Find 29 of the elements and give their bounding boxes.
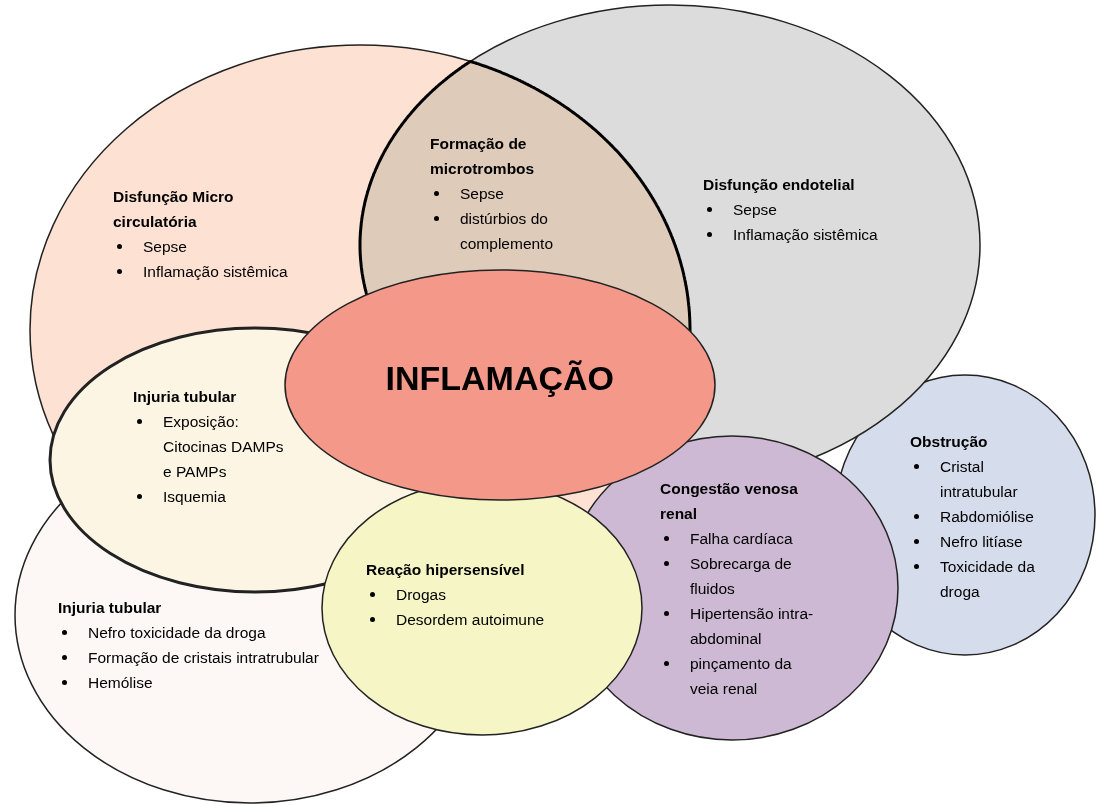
region-heading: Obstrução xyxy=(910,432,989,452)
region-heading: Reação hipersensível xyxy=(366,560,526,580)
bullet-text: Rabdomiólise xyxy=(940,508,1034,525)
bullet-text: Sobrecarga de fluidos xyxy=(690,555,792,597)
bullet-text: Toxicidade da droga xyxy=(940,558,1035,600)
region-heading: Congestão venosa renal xyxy=(660,479,799,524)
bullet-text: Inflamação sistêmica xyxy=(143,263,288,280)
bullet-text: Nefro litíase xyxy=(940,533,1023,550)
bullet-text: Drogas xyxy=(396,586,446,603)
bullet-text: distúrbios do complemento xyxy=(460,210,554,252)
bullet-text: Inflamação sistêmica xyxy=(733,226,878,243)
bullet-text: Exposição: Citocinas DAMPs e PAMPs xyxy=(163,413,284,480)
bullet-text: Formação de cristais intratrubular xyxy=(88,649,319,666)
region-heading: Disfunção endotelial xyxy=(703,175,856,195)
bullet-text: Falha cardíaca xyxy=(690,530,793,547)
region-heading: Disfunção Micro circulatória xyxy=(113,187,235,232)
bullet-text: Sepse xyxy=(460,185,504,202)
bullet-text: Isquemia xyxy=(163,488,226,505)
bullet-text: Sepse xyxy=(143,238,187,255)
bullet-text: Desordem autoimune xyxy=(396,611,545,628)
region-heading: Formação de microtrombos xyxy=(430,134,536,179)
bullet-text: Cristal intratubular xyxy=(940,458,1018,500)
region-heading: Injuria tubular xyxy=(58,598,163,618)
bullet-text: Sepse xyxy=(733,201,777,218)
region-heading: Injuria tubular xyxy=(133,387,238,407)
bullet-text: pinçamento da veia renal xyxy=(690,655,792,697)
bullet-text: Nefro toxicidade da droga xyxy=(88,624,266,641)
center-title: INFLAMAÇÃO xyxy=(385,359,615,397)
bullet-text: Hemólise xyxy=(88,674,153,691)
